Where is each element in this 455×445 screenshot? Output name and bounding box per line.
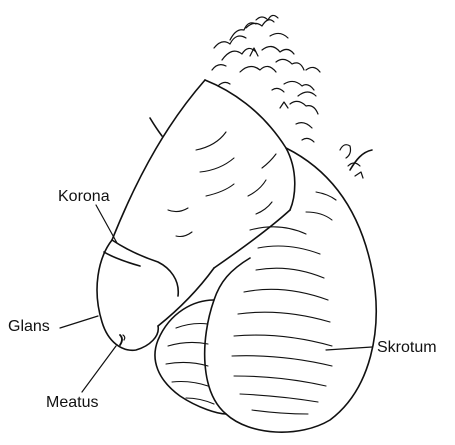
korona-label: Korona (58, 189, 110, 205)
glans-leader (60, 316, 98, 328)
meatus-leader (82, 346, 116, 392)
skrotum-leader (326, 347, 372, 350)
meatus-label: Meatus (46, 395, 98, 411)
scrotum (155, 148, 376, 432)
skrotum-label: Skrotum (377, 340, 437, 356)
korona-leader (96, 205, 117, 243)
glans-label: Glans (8, 319, 50, 335)
glans (97, 240, 178, 350)
pubic-hair (212, 15, 363, 178)
